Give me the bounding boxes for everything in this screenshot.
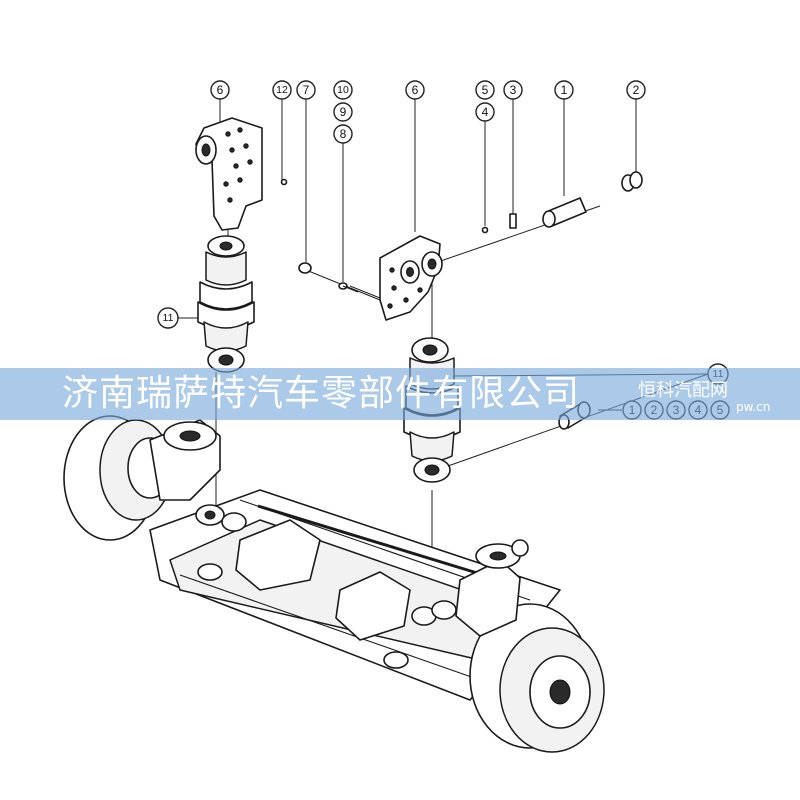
callout-3: 3 bbox=[503, 80, 523, 100]
svg-text:6: 6 bbox=[412, 83, 419, 97]
svg-text:3: 3 bbox=[510, 83, 517, 97]
watermark-company-name: 济南瑞萨特汽车零部件有限公司 bbox=[62, 373, 581, 414]
front-axle bbox=[63, 415, 605, 753]
callout-2: 2 bbox=[626, 80, 646, 100]
bolts-and-washers bbox=[298, 213, 517, 293]
callout-6-left: 6 bbox=[210, 80, 230, 100]
svg-text:1: 1 bbox=[561, 83, 568, 97]
callout-9: 9 bbox=[333, 102, 353, 122]
callout-1: 1 bbox=[554, 80, 574, 100]
callout-5: 5 bbox=[475, 80, 495, 100]
watermark-url: pw.cn bbox=[736, 400, 771, 414]
callout-8: 8 bbox=[333, 124, 353, 144]
callout-6-right: 6 bbox=[405, 80, 425, 100]
svg-text:7: 7 bbox=[303, 83, 310, 97]
callout-4: 4 bbox=[475, 102, 495, 122]
left-shock-absorber bbox=[197, 235, 255, 373]
right-upper-bracket bbox=[379, 235, 443, 321]
svg-text:2: 2 bbox=[633, 83, 640, 97]
left-upper-bracket bbox=[195, 117, 288, 231]
callout-7: 7 bbox=[296, 80, 316, 100]
pin-and-rings bbox=[542, 171, 643, 228]
watermark-site-name: 恒科汽配网 bbox=[638, 380, 728, 401]
svg-text:11: 11 bbox=[163, 312, 174, 324]
svg-text:8: 8 bbox=[340, 127, 347, 141]
svg-text:5: 5 bbox=[482, 83, 489, 97]
watermark-banner bbox=[0, 368, 800, 420]
svg-text:10: 10 bbox=[337, 84, 349, 96]
svg-text:9: 9 bbox=[340, 105, 347, 119]
callout-11-left: 11 bbox=[157, 307, 179, 329]
callout-12: 12 bbox=[272, 80, 292, 100]
svg-text:4: 4 bbox=[482, 105, 489, 119]
svg-text:12: 12 bbox=[276, 84, 288, 96]
svg-text:6: 6 bbox=[217, 83, 224, 97]
callout-10: 10 bbox=[333, 80, 353, 100]
